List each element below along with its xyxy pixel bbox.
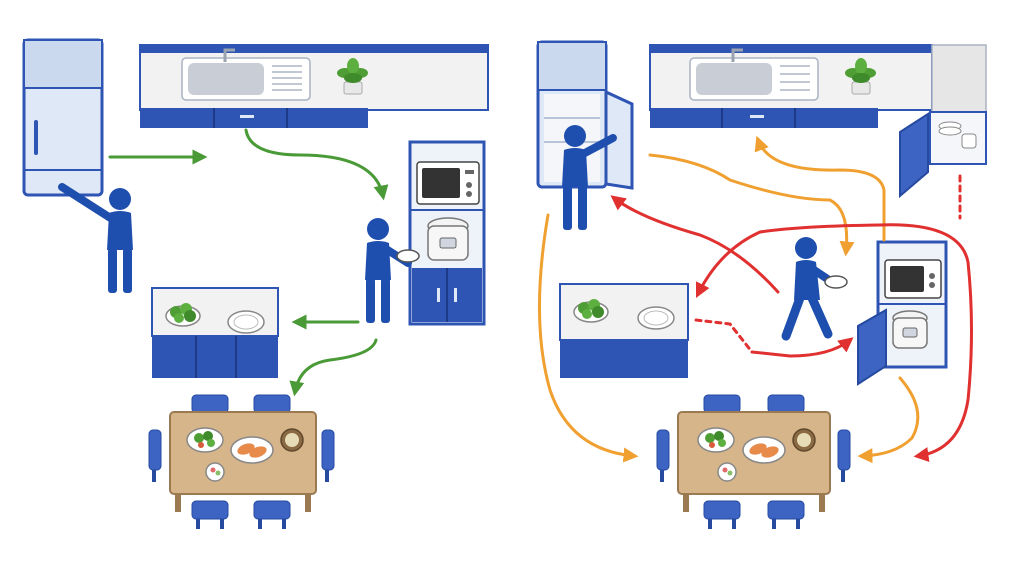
efficient-paths	[108, 128, 389, 397]
microwave-icon	[416, 161, 480, 205]
plate-icon	[205, 462, 225, 482]
chair-icon	[656, 429, 670, 483]
appliance-cabinet	[857, 240, 948, 386]
sink-counter	[139, 44, 489, 128]
plate-icon	[717, 462, 737, 482]
chair-icon	[148, 429, 162, 483]
cabinet-icon	[899, 111, 987, 199]
dining-table-icon	[656, 394, 851, 530]
panel-inefficient-layout	[536, 40, 987, 530]
prep-counter	[151, 287, 279, 378]
refrigerator-icon	[22, 38, 104, 197]
path-sink-to-cooker	[244, 128, 389, 201]
plate-icon	[697, 427, 735, 453]
path-to-table	[289, 338, 378, 397]
person-icon	[781, 237, 848, 341]
plant-icon	[337, 58, 368, 95]
path-walk-to-fridge	[610, 195, 780, 294]
plant-icon	[165, 303, 201, 327]
sink-icon	[689, 48, 819, 101]
path-counter-to-cooker	[750, 337, 854, 358]
plate-icon	[230, 436, 274, 464]
chair-icon	[253, 500, 291, 530]
appliance-cabinet	[408, 140, 486, 326]
person-icon	[58, 183, 133, 293]
rice-cooker-icon	[892, 310, 928, 349]
prep-counter	[559, 283, 689, 378]
refrigerator-icon	[536, 40, 634, 190]
plate-icon	[227, 310, 265, 334]
path-cooker-to-table	[857, 376, 920, 464]
chair-icon	[191, 500, 229, 530]
path-cooker-to-sink	[754, 135, 886, 242]
plate-icon	[742, 436, 786, 464]
sink-icon	[181, 48, 311, 101]
plate-icon	[637, 306, 675, 330]
path-cabinet-loop	[878, 223, 973, 462]
sink-counter	[649, 44, 987, 141]
rice-cooker-icon	[427, 217, 469, 261]
inefficient-paths-red	[610, 174, 973, 462]
path-sink-to-cooker	[648, 153, 855, 257]
person-icon	[562, 125, 617, 230]
panel-efficient-layout	[22, 38, 489, 530]
path-cabinet-to-counter	[695, 223, 882, 299]
plate-icon	[186, 427, 224, 453]
plate-icon	[792, 428, 816, 452]
path-fridge-to-table	[538, 213, 639, 463]
chair-icon	[321, 429, 335, 483]
chair-icon	[703, 500, 741, 530]
plant-icon	[573, 299, 609, 323]
inefficient-paths-orange	[538, 135, 920, 464]
path-counter-dashed	[694, 318, 754, 354]
plate-icon	[280, 428, 304, 452]
dining-table-icon	[148, 394, 335, 530]
microwave-icon	[884, 259, 942, 299]
chair-icon	[837, 429, 851, 483]
plant-icon	[845, 58, 876, 95]
chair-icon	[767, 500, 805, 530]
person-icon	[365, 218, 420, 323]
